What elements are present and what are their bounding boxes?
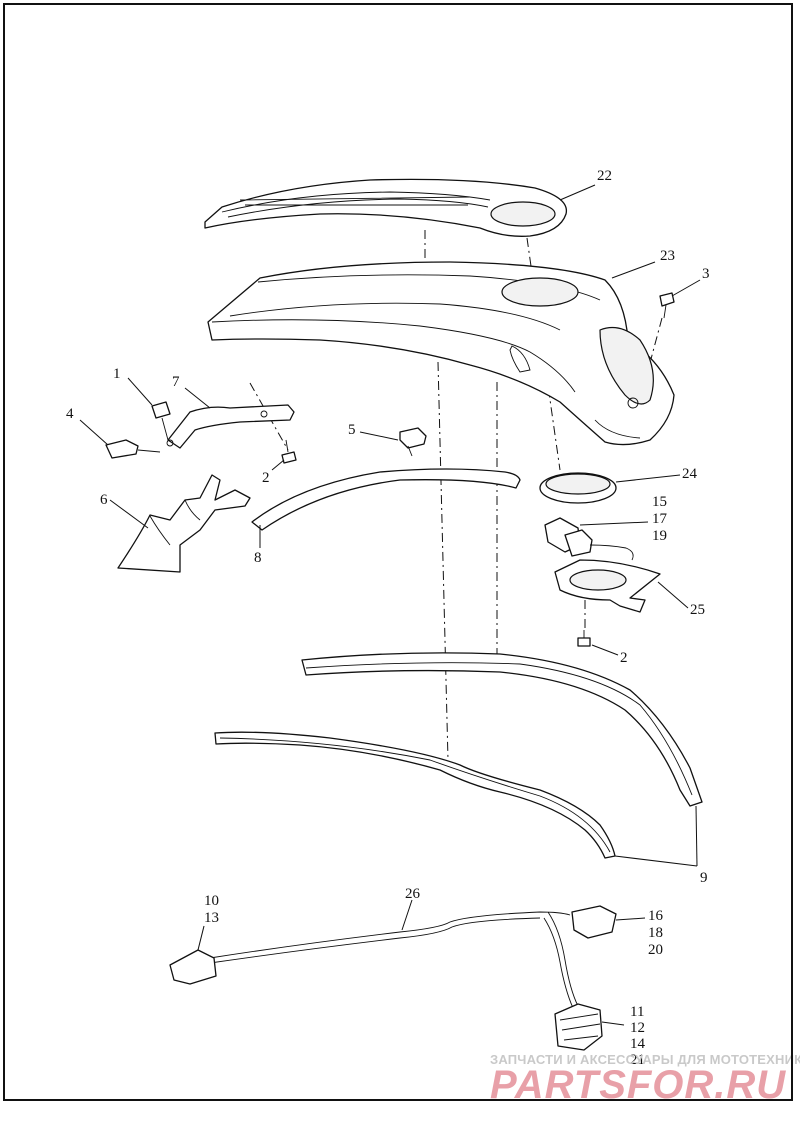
callout-labels: 22 23 3 1 7 4 5 2 24 6 15 17 19 8 25 2 9… [66, 168, 710, 1068]
callout-17: 17 [652, 511, 668, 527]
part-2-screw-lower [577, 630, 591, 647]
part-4-clip-nut [105, 439, 161, 459]
part-22-top-trim-panel [204, 178, 568, 237]
callout-4: 4 [66, 406, 74, 422]
part-8-hose [251, 468, 521, 531]
watermark-tagline: ЗАПЧАСТИ И АКСЕССУАРЫ ДЛЯ МОТОТЕХНИКИ [490, 1052, 800, 1067]
part-24-lens [539, 472, 617, 504]
callout-19: 19 [652, 528, 667, 544]
leader-lines [79, 184, 701, 1026]
callout-7: 7 [172, 374, 180, 390]
part-25-mount-bracket [554, 559, 661, 613]
part-26-wiring-harness [169, 905, 617, 1051]
callout-8: 8 [254, 550, 262, 566]
callout-2-lower: 2 [620, 650, 628, 666]
part-3-screw [659, 292, 675, 319]
callout-24: 24 [682, 466, 698, 482]
part-7-bracket [166, 404, 295, 449]
callout-22: 22 [597, 168, 612, 184]
part-15-17-19-connector [544, 517, 634, 561]
part-5-clip [399, 427, 427, 457]
callout-26: 26 [405, 886, 421, 902]
diagram-frame [3, 3, 793, 1101]
callout-3: 3 [702, 266, 710, 282]
callout-18: 18 [648, 925, 663, 941]
part-6-mount [117, 474, 251, 573]
callout-6: 6 [100, 492, 108, 508]
callout-16: 16 [648, 908, 664, 924]
callout-15: 15 [652, 494, 667, 510]
callout-23: 23 [660, 248, 675, 264]
part-23-console-cover [207, 261, 675, 446]
callout-14: 14 [630, 1036, 646, 1052]
callout-5: 5 [348, 422, 356, 438]
callout-12: 12 [630, 1020, 645, 1036]
callout-13: 13 [204, 910, 219, 926]
callout-20: 20 [648, 942, 663, 958]
callout-2-upper: 2 [262, 470, 270, 486]
part-1-bolt [151, 401, 171, 441]
part-9-trim-strips [214, 652, 703, 859]
callout-21: 21 [630, 1052, 645, 1068]
callout-10: 10 [204, 893, 219, 909]
callout-11: 11 [630, 1004, 644, 1020]
callout-25: 25 [690, 602, 705, 618]
callout-1: 1 [113, 366, 121, 382]
callout-9: 9 [700, 870, 708, 886]
